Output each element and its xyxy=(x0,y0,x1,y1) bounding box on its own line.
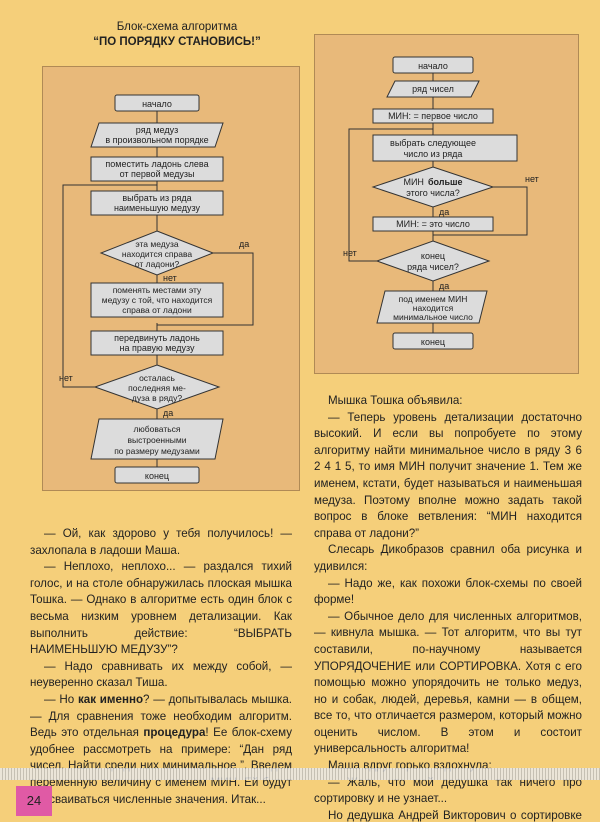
left-p4-part-a: — Но xyxy=(44,692,78,706)
left-decision2-line2: последняя ме- xyxy=(128,383,186,393)
left-block2-line2: наименьшую медузу xyxy=(114,203,201,213)
left-block-swap xyxy=(90,282,224,318)
left-output-line3: по размеру медузами xyxy=(114,446,200,456)
right-flowchart-panel: начало ряд чисел МИН: = первое число выб… xyxy=(314,34,579,374)
right-output-line3: минимальное число xyxy=(393,312,473,322)
left-block-place-palm xyxy=(90,156,224,182)
left-chart-title: Блок-схема алгоритма “ПО ПОРЯДКУ СТАНОВИ… xyxy=(62,20,292,50)
left-block3-line2: медузу с той, что находится xyxy=(102,295,213,305)
left-block1-line1: поместить ладонь слева xyxy=(105,159,208,169)
left-output-line2: выстроенными xyxy=(127,435,186,445)
left-block3-line1: поменять местами эту xyxy=(113,285,202,295)
left-block-move-palm xyxy=(90,330,224,356)
right-paragraph-5: — Обычное дело для численных алгоритмов,… xyxy=(314,609,582,756)
left-end-block xyxy=(114,466,200,484)
left-chart-title-line1: Блок-схема алгоритма xyxy=(116,21,238,33)
right-block-min-first xyxy=(372,108,494,124)
right-flowchart: начало ряд чисел МИН: = первое число выб… xyxy=(343,56,539,350)
page-number-badge: 24 xyxy=(16,786,52,816)
left-decision1-line1: эта медуза xyxy=(135,239,179,249)
right-output-line2: находится xyxy=(413,303,454,313)
right-paragraph-1: Мышка Тошка объявила: xyxy=(328,394,463,407)
left-p4-part-c: ? — допытывалась мышка. — Для сравнения … xyxy=(30,692,293,740)
right-output-block xyxy=(376,290,488,324)
scan-strip xyxy=(0,768,600,780)
left-decision2-yes: да xyxy=(163,408,173,418)
left-output-line1: любоваться xyxy=(133,424,180,434)
left-decision2-no: нет xyxy=(59,373,73,383)
right-decision1-line2: этого числа? xyxy=(406,188,460,198)
right-decision1-min: МИН xyxy=(403,177,423,187)
right-end-text: конец xyxy=(421,337,445,347)
left-paragraph-1: — Ой, как здорово у тебя получилось! — з… xyxy=(30,527,292,557)
right-decision-min-greater xyxy=(371,166,495,208)
left-block4-line1: передвинуть ладонь xyxy=(114,333,200,343)
left-block4-line2: на правую медузу xyxy=(120,343,195,353)
right-decision2-no: нет xyxy=(343,248,357,258)
left-start-text: начало xyxy=(142,99,172,109)
right-input-block xyxy=(386,80,480,98)
left-block3-line3: справа от ладони xyxy=(122,305,192,315)
left-chart-title-line2: “ПО ПОРЯДКУ СТАНОВИСЬ!” xyxy=(93,36,261,48)
left-decision1-line3: от ладони? xyxy=(135,259,180,269)
right-input-text: ряд чисел xyxy=(412,84,454,94)
left-decision1-yes: да xyxy=(239,239,249,249)
left-flowchart: начало ряд медуз в произвольном порядке … xyxy=(59,94,254,484)
right-block1-text: МИН: = первое число xyxy=(388,111,478,121)
left-paragraph-2: — Неплохо, неплохо... — раздался тихий г… xyxy=(30,560,292,657)
right-decision1-greater: больше xyxy=(428,177,463,187)
right-paragraph-4: — Надо же, как похожи блок-схемы по свое… xyxy=(314,576,582,607)
left-paragraph-3: — Надо сравнивать их между собой, — неув… xyxy=(30,659,292,690)
right-block2-line2: число из ряда xyxy=(404,149,463,159)
right-decision1-line1: МИН больше xyxy=(403,177,462,187)
left-decision2-line3: дуза в ряду? xyxy=(132,393,183,403)
right-text-column: Мышка Тошка объявила: — Теперь уровень д… xyxy=(314,393,582,822)
right-decision-end-of-row xyxy=(375,240,491,282)
right-end-block xyxy=(392,332,474,350)
left-p4-emphasis-how: как именно xyxy=(77,692,144,706)
left-paragraph-4: — Но как именно? — допытывалась мышка. —… xyxy=(30,692,292,808)
left-decision1-line2: находится справа xyxy=(122,249,193,259)
right-decision1-no: нет xyxy=(525,174,539,184)
left-input-block xyxy=(90,122,224,148)
page-number: 24 xyxy=(26,793,42,808)
right-decision2-yes: да xyxy=(439,281,449,291)
right-decision2-line2: ряда чисел? xyxy=(407,262,459,272)
left-p4-emphasis-procedure: процедура xyxy=(143,726,206,740)
left-output-block xyxy=(90,418,224,460)
right-start-text: начало xyxy=(418,61,448,71)
right-block-select-next xyxy=(372,134,518,162)
right-output-line1: под именем МИН xyxy=(399,294,468,304)
left-end-text: конец xyxy=(145,471,169,481)
left-decision2-line1: осталась xyxy=(139,373,175,383)
left-decision1-no: нет xyxy=(163,273,177,283)
left-decision-last-jellyfish xyxy=(93,364,221,410)
left-input-line1: ряд медуз xyxy=(136,125,178,135)
right-decision1-yes: да xyxy=(439,207,449,217)
right-paragraph-8: Но дедушка Андрей Викторович о сортировк… xyxy=(328,808,582,822)
right-block2-line1: выбрать следующее xyxy=(390,138,476,148)
left-start-block xyxy=(114,94,200,112)
left-input-line2: в произвольном порядке xyxy=(105,135,208,145)
left-block1-line2: от первой медузы xyxy=(120,169,195,179)
left-block-select-smallest xyxy=(90,190,224,216)
right-paragraph-2: — Теперь уровень детализации достаточно … xyxy=(314,410,582,540)
right-block3-text: МИН: = это число xyxy=(396,219,470,229)
left-block2-line1: выбрать из ряда xyxy=(122,193,191,203)
right-start-block xyxy=(392,56,474,74)
left-text-column: — Ой, как здорово у тебя получилось! — з… xyxy=(30,526,292,808)
right-block-min-this xyxy=(372,216,494,232)
right-decision2-line1: конец xyxy=(421,251,445,261)
left-decision-right-of-palm xyxy=(99,230,215,276)
right-paragraph-3: Слесарь Дикобразов сравнил оба рисунка и… xyxy=(314,543,582,573)
left-flowchart-panel: начало ряд медуз в произвольном порядке … xyxy=(42,66,300,491)
